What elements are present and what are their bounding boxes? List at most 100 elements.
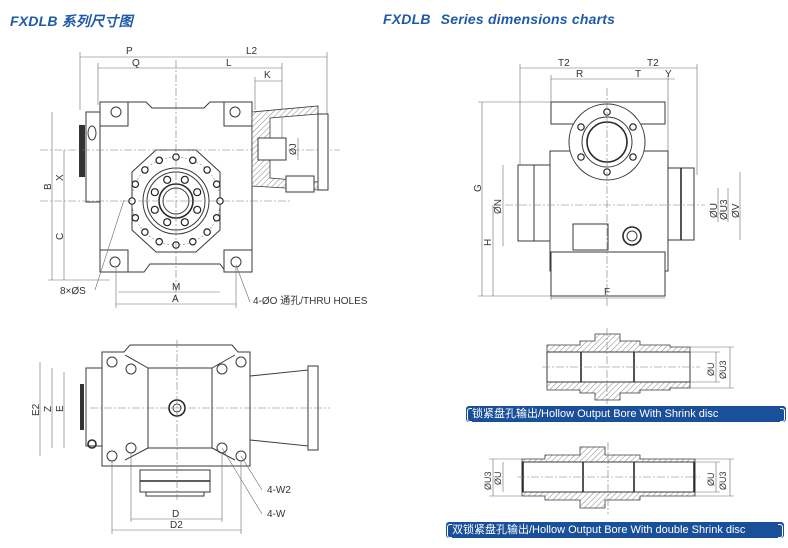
- caption-single-shrink-disc: 锁紧盘孔输出/Hollow Output Bore With Shrink di…: [466, 406, 786, 422]
- mount-hole: [230, 256, 242, 268]
- chamfer: [124, 354, 149, 369]
- dim-label-x: X: [55, 174, 66, 181]
- top-view: E2 Z E D D2 4-W2 4-W: [31, 340, 330, 534]
- disc-bolts: [145, 491, 205, 497]
- dim-label-g: G: [473, 184, 484, 192]
- bore-wall-bottom: [521, 491, 696, 509]
- mount-block: [223, 101, 253, 127]
- inner-holes: [150, 175, 202, 227]
- mount-hole: [106, 356, 118, 368]
- inner-hole: [193, 188, 202, 197]
- model-name: FXDLB: [10, 13, 58, 29]
- leader-line: [94, 199, 125, 291]
- caption-text: 锁紧盘孔输出/Hollow Output Bore With Shrink di…: [472, 408, 719, 420]
- leader-line: [221, 447, 263, 515]
- mount-block: [99, 101, 129, 127]
- inner-hole: [163, 218, 172, 227]
- inner-hole: [180, 175, 189, 184]
- flange-bolt: [189, 237, 197, 246]
- dim-label-u3-left: ØU3: [483, 471, 493, 490]
- mount-block: [99, 249, 129, 273]
- dim-label-u-left: ØU: [493, 472, 503, 486]
- dim-label-u3: ØU3: [719, 199, 730, 220]
- leader-line: [240, 455, 263, 491]
- mount-block: [223, 249, 253, 273]
- leader-line: [235, 264, 251, 303]
- flange-bolt: [212, 180, 221, 189]
- dim-label-m: M: [172, 282, 180, 293]
- keyway: [285, 175, 315, 193]
- dim-label-t2-left: T2: [558, 58, 570, 69]
- flange-bolt: [189, 156, 197, 165]
- mount-hole: [216, 363, 228, 375]
- flange-bolt: [203, 228, 211, 236]
- bore-single-view: ØU ØU3: [542, 328, 734, 404]
- side-view: T2 T2 R T Y G ØN H: [473, 58, 742, 306]
- inner-hole: [163, 175, 172, 184]
- flange-bolt: [629, 153, 637, 161]
- plug: [87, 439, 97, 449]
- dim-label-e2: E2: [31, 403, 42, 416]
- adapter-flange: [317, 113, 329, 191]
- mount-hole: [125, 363, 137, 375]
- drain-plug: [622, 226, 642, 246]
- adapter-housing: [251, 105, 319, 191]
- callout-w: 4-W: [267, 509, 286, 520]
- dim-label-c: C: [55, 233, 66, 240]
- dim-label-u3: ØU3: [718, 360, 728, 379]
- dim-label-j: ØJ: [288, 143, 298, 155]
- dim-label-r: R: [576, 69, 583, 80]
- flange-bolt: [141, 228, 149, 236]
- input-shaft: [257, 137, 287, 161]
- callout-bolt-holes: 8×ØS: [60, 286, 86, 297]
- callout-thru-holes: 4-ØO 通孔/THRU HOLES: [253, 295, 368, 307]
- flange-bolt: [155, 237, 164, 246]
- flange-bolt: [155, 156, 164, 165]
- dim-label-t: T: [635, 69, 641, 80]
- flange-bolt: [203, 166, 211, 174]
- dim-label-u: ØU: [709, 203, 720, 218]
- dim-label-t2-right: T2: [647, 58, 659, 69]
- dim-label-a: A: [172, 294, 179, 305]
- flange-bolt: [577, 123, 585, 131]
- chamfer: [211, 354, 236, 369]
- dim-label-p: P: [126, 46, 133, 57]
- dim-label-l2: L2: [246, 46, 258, 57]
- dim-label-y: Y: [665, 69, 672, 80]
- mount-hole: [235, 356, 247, 368]
- dim-label-u-right: ØU: [706, 473, 716, 487]
- dim-label-k: K: [264, 70, 271, 81]
- dim-label-e: E: [55, 405, 66, 412]
- callout-w2: 4-W2: [267, 485, 291, 496]
- dim-label-n: ØN: [493, 199, 504, 214]
- flange-bolt: [212, 214, 221, 222]
- dim-label-d: D: [172, 509, 179, 520]
- dim-label-v: ØV: [731, 203, 742, 218]
- flange-bolt: [577, 153, 585, 161]
- front-view: P L2 Q L K B X C: [40, 46, 368, 308]
- flange-plate: [79, 125, 85, 177]
- flange-bolt: [131, 214, 140, 222]
- dim-label-l: L: [226, 58, 232, 69]
- bore-double-view: ØU3 ØU ØU ØU3: [483, 442, 734, 514]
- bore-wall-bottom: [546, 381, 691, 401]
- inner-hole: [193, 205, 202, 214]
- dim-label-z: Z: [43, 406, 54, 412]
- flange-bolt: [131, 180, 140, 189]
- flange-bolt: [141, 166, 149, 174]
- chamfer: [211, 447, 236, 461]
- title-cn: 系列尺寸图: [61, 13, 133, 29]
- slot: [87, 125, 97, 141]
- model-name: FXDLB: [383, 11, 431, 27]
- flange-bolt: [629, 123, 637, 131]
- dim-label-b: B: [43, 183, 54, 190]
- nameplate: [572, 223, 609, 251]
- bore-wall-top: [546, 333, 691, 353]
- dim-label-h: H: [483, 239, 494, 246]
- dim-label-d2: D2: [170, 520, 183, 531]
- input-flange: [85, 367, 103, 447]
- drain-plug-inner: [626, 230, 638, 242]
- dim-label-q: Q: [132, 58, 140, 69]
